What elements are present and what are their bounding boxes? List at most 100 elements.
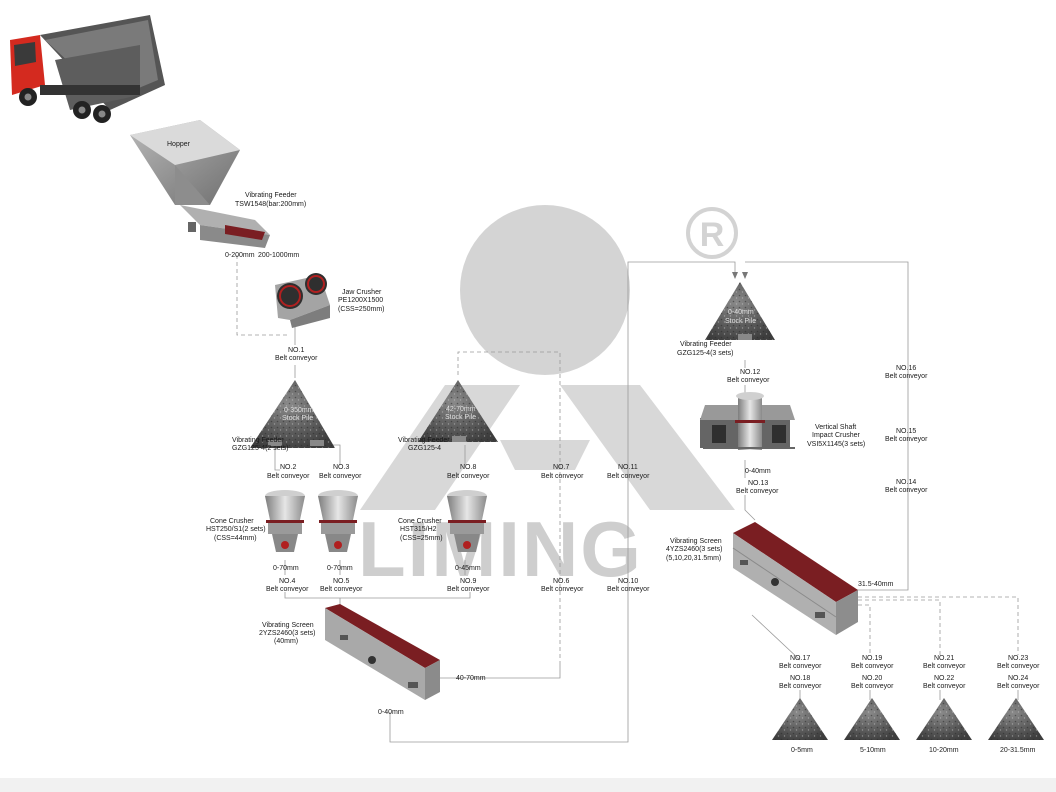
watermark-mid-stroke: [500, 440, 590, 470]
conveyor-no12-label: Belt conveyor: [727, 377, 770, 384]
size-feed-fine: 0-200mm: [225, 252, 255, 259]
truck-window: [14, 42, 36, 66]
product-size-1: 0-5mm: [791, 747, 813, 754]
conveyor-no5-id: NO.5: [333, 578, 349, 585]
size-screen1-over: 40-70mm: [456, 675, 486, 682]
conveyor-no24-label: Belt conveyor: [997, 683, 1040, 690]
watermark-right-stroke: [560, 385, 735, 510]
vsi-type: Impact Crusher: [812, 432, 861, 439]
stockpile-2: 42-70mm Stock Pile: [418, 380, 498, 442]
stockpile-3: 0-40mm Stock Pile: [705, 282, 775, 340]
vsi-model: VSI5X1145(3 sets): [807, 441, 865, 448]
stockpile-2-size: 42-70mm: [446, 406, 476, 413]
product-pile-1: [772, 698, 828, 740]
cone-crusher-1-name: Cone Crusher: [210, 518, 254, 525]
feeder-4-name: Vibrating Feeder: [680, 341, 732, 348]
conveyor-no3-id: NO.3: [333, 464, 349, 471]
conveyor-no15-id: NO.15: [896, 428, 916, 435]
size-vsi-out: 0-40mm: [745, 468, 771, 475]
conveyor-no21-label: Belt conveyor: [923, 663, 966, 670]
stockpile-3-size: 0-40mm: [728, 309, 754, 316]
conveyor-no23-label: Belt conveyor: [997, 663, 1040, 670]
conveyor-no14-label: Belt conveyor: [885, 487, 928, 494]
feeder-4-model: GZG125-4(3 sets): [677, 350, 733, 357]
vibrating-screen-1: [325, 604, 440, 700]
conveyor-no18-label: Belt conveyor: [779, 683, 822, 690]
product-pile-2: [844, 698, 900, 740]
conveyor-no6-label: Belt conveyor: [541, 586, 584, 593]
jaw-crusher-name: Jaw Crusher: [342, 289, 382, 296]
cone-crusher-1-css: (CSS=44mm): [214, 535, 257, 542]
feeder-1-model: TSW1548(bar:200mm): [235, 201, 306, 208]
vibrating-feeder-1: Vibrating Feeder TSW1548(bar:200mm): [180, 192, 306, 248]
conveyor-no11-label: Belt conveyor: [607, 473, 650, 480]
size-screen2-over: 31.5-40mm: [858, 581, 894, 588]
stockpile-1-label: Stock Pile: [282, 415, 313, 422]
conveyor-no13-id: NO.13: [748, 480, 768, 487]
conveyor-no7-label: Belt conveyor: [541, 473, 584, 480]
conveyor-no23-id: NO.23: [1008, 655, 1028, 662]
stockpile-1: 0-350mm Stock Pile: [250, 380, 335, 448]
conveyor-no6-id: NO.6: [553, 578, 569, 585]
size-cone2-out: 0-45mm: [455, 565, 481, 572]
conveyor-no7-id: NO.7: [553, 464, 569, 471]
conveyor-no13-label: Belt conveyor: [736, 488, 779, 495]
conveyor-no3-label: Belt conveyor: [319, 473, 362, 480]
conveyor-no12-id: NO.12: [740, 369, 760, 376]
screen-1-mesh: (40mm): [274, 638, 298, 645]
cone-crusher-1-model: HST250/S1(2 sets): [206, 526, 266, 533]
cone-crusher-2-name: Cone Crusher: [398, 518, 442, 525]
cone-crusher-1a: [265, 490, 305, 552]
jaw-crusher: Jaw Crusher PE1200X1500 (CSS=250mm): [275, 273, 384, 328]
stockpile-2-label: Stock Pile: [445, 414, 476, 421]
conveyor-no1-label: Belt conveyor: [275, 355, 318, 362]
cone-crusher-2-css: (CSS=25mm): [400, 535, 443, 542]
watermark-brand-text: LIMING: [358, 505, 643, 593]
conveyor-no17-id: NO.17: [790, 655, 810, 662]
product-pile-3: [916, 698, 972, 740]
hopper-label: Hopper: [167, 141, 191, 148]
conveyor-no5-label: Belt conveyor: [320, 586, 363, 593]
conveyor-no19-id: NO.19: [862, 655, 882, 662]
product-size-4: 20-31.5mm: [1000, 747, 1036, 754]
conveyor-no8-id: NO.8: [460, 464, 476, 471]
conveyor-no16-id: NO.16: [896, 365, 916, 372]
conveyor-no22-id: NO.22: [934, 675, 954, 682]
dump-truck: [10, 15, 165, 123]
size-screen1-under: 0-40mm: [378, 709, 404, 716]
conveyor-no16-label: Belt conveyor: [885, 373, 928, 380]
size-cone1-out-b: 0-70mm: [327, 565, 353, 572]
conveyor-no20-id: NO.20: [862, 675, 882, 682]
conveyor-no2-id: NO.2: [280, 464, 296, 471]
vibrating-screen-2: [732, 522, 858, 635]
conveyor-no19-label: Belt conveyor: [851, 663, 894, 670]
screen-1-model: 2YZS2460(3 sets): [259, 630, 315, 637]
product-size-2: 5-10mm: [860, 747, 886, 754]
conveyor-no4-id: NO.4: [279, 578, 295, 585]
vsi-crusher: [700, 392, 795, 450]
feeder-2-model: GZG125-4(2 sets): [232, 445, 288, 452]
screen-2-name: Vibrating Screen: [670, 538, 722, 545]
conveyor-no14-id: NO.14: [896, 479, 916, 486]
conveyor-no9-id: NO.9: [460, 578, 476, 585]
feeder-3-model: GZG125-4: [408, 445, 441, 452]
conveyor-no24-id: NO.24: [1008, 675, 1028, 682]
jaw-crusher-model: PE1200X1500: [338, 297, 383, 304]
size-cone1-out-a: 0-70mm: [273, 565, 299, 572]
stockpile-3-label: Stock Pile: [725, 318, 756, 325]
screen-1-name: Vibrating Screen: [262, 622, 314, 629]
cone-crusher-1b: [318, 490, 358, 552]
watermark-circle: [460, 205, 630, 375]
vsi-name: Vertical Shaft: [815, 424, 856, 431]
registered-mark-letter: R: [700, 216, 725, 254]
cone-crusher-2: [447, 490, 487, 552]
cone-crusher-2-model: HST315/H2: [400, 526, 437, 533]
flow-lines: [236, 255, 1019, 743]
conveyor-no21-id: NO.21: [934, 655, 954, 662]
product-size-3: 10-20mm: [929, 747, 959, 754]
screen-2-mesh: (5,10,20,31.5mm): [666, 555, 721, 562]
bottom-band: [0, 778, 1056, 792]
registered-mark-ring: [686, 207, 738, 259]
conveyor-no15-label: Belt conveyor: [885, 436, 928, 443]
